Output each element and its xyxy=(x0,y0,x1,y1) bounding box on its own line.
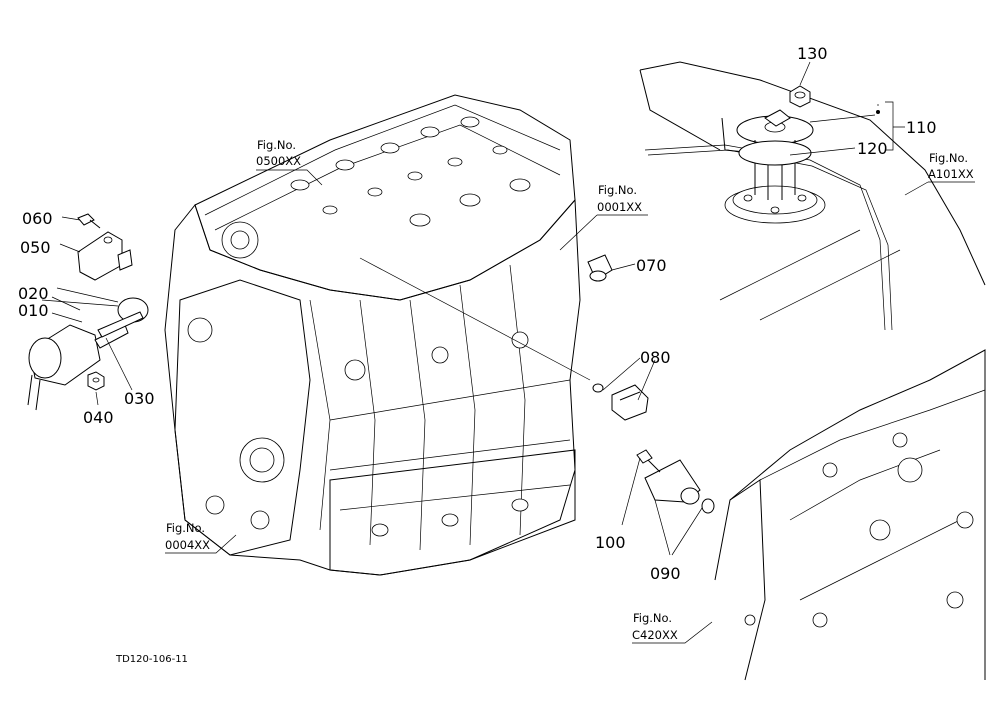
figref-0500-label: Fig.No. xyxy=(257,138,296,152)
callout-030: 030 xyxy=(124,389,155,408)
part-040-nut[interactable] xyxy=(87,371,105,391)
part-010-solenoid[interactable] xyxy=(27,317,141,411)
figref-0001-label: Fig.No. xyxy=(598,183,637,197)
part-050-sensor[interactable] xyxy=(77,231,133,281)
part-120-gasket[interactable] xyxy=(738,140,812,166)
callout-130: 130 xyxy=(797,44,828,63)
callout-090: 090 xyxy=(650,564,681,583)
figref-A101-code: A101XX xyxy=(928,167,974,181)
callout-110: 110 xyxy=(906,118,937,137)
figref-0001-code: 0001XX xyxy=(597,200,642,214)
part-030-shaft[interactable] xyxy=(97,311,144,338)
callout-020: 020 xyxy=(18,284,49,303)
head-bolt-holes xyxy=(290,116,531,227)
drawing-code: TD120-106-11 xyxy=(115,654,188,665)
figref-C420-code: C420XX xyxy=(632,628,678,642)
part-060-bolt[interactable] xyxy=(77,213,101,229)
engine-block xyxy=(164,94,581,576)
callout-010: 010 xyxy=(18,301,49,320)
callout-040: 040 xyxy=(83,408,114,427)
part-090-sensor[interactable] xyxy=(644,459,715,514)
callout-100: 100 xyxy=(595,533,626,552)
figure-references: Fig.No. 0500XX Fig.No. 0001XX Fig.No. 00… xyxy=(165,138,974,642)
callout-060: 060 xyxy=(22,209,53,228)
transmission-case-outline xyxy=(714,349,986,681)
part-080-sensor[interactable] xyxy=(592,383,649,421)
figref-0004-code: 0004XX xyxy=(165,538,210,552)
figref-C420-label: Fig.No. xyxy=(633,611,672,625)
callout-080: 080 xyxy=(640,348,671,367)
callout-120: 120 xyxy=(857,139,888,158)
callout-070: 070 xyxy=(636,256,667,275)
part-110-sender-unit[interactable] xyxy=(721,109,814,200)
part-100-bolt[interactable] xyxy=(636,449,661,473)
fuel-tank-outline xyxy=(639,61,986,331)
figref-A101-label: Fig.No. xyxy=(929,151,968,165)
part-130-cap[interactable] xyxy=(789,85,811,108)
part-070-switch[interactable] xyxy=(587,254,613,282)
callout-labels: 010 020 030 040 050 060 070 080 090 100 … xyxy=(18,44,937,583)
callout-050: 050 xyxy=(20,238,51,257)
figref-0500-code: 0500XX xyxy=(256,154,301,168)
figref-0004-label: Fig.No. xyxy=(166,521,205,535)
leader-lines xyxy=(41,61,975,644)
